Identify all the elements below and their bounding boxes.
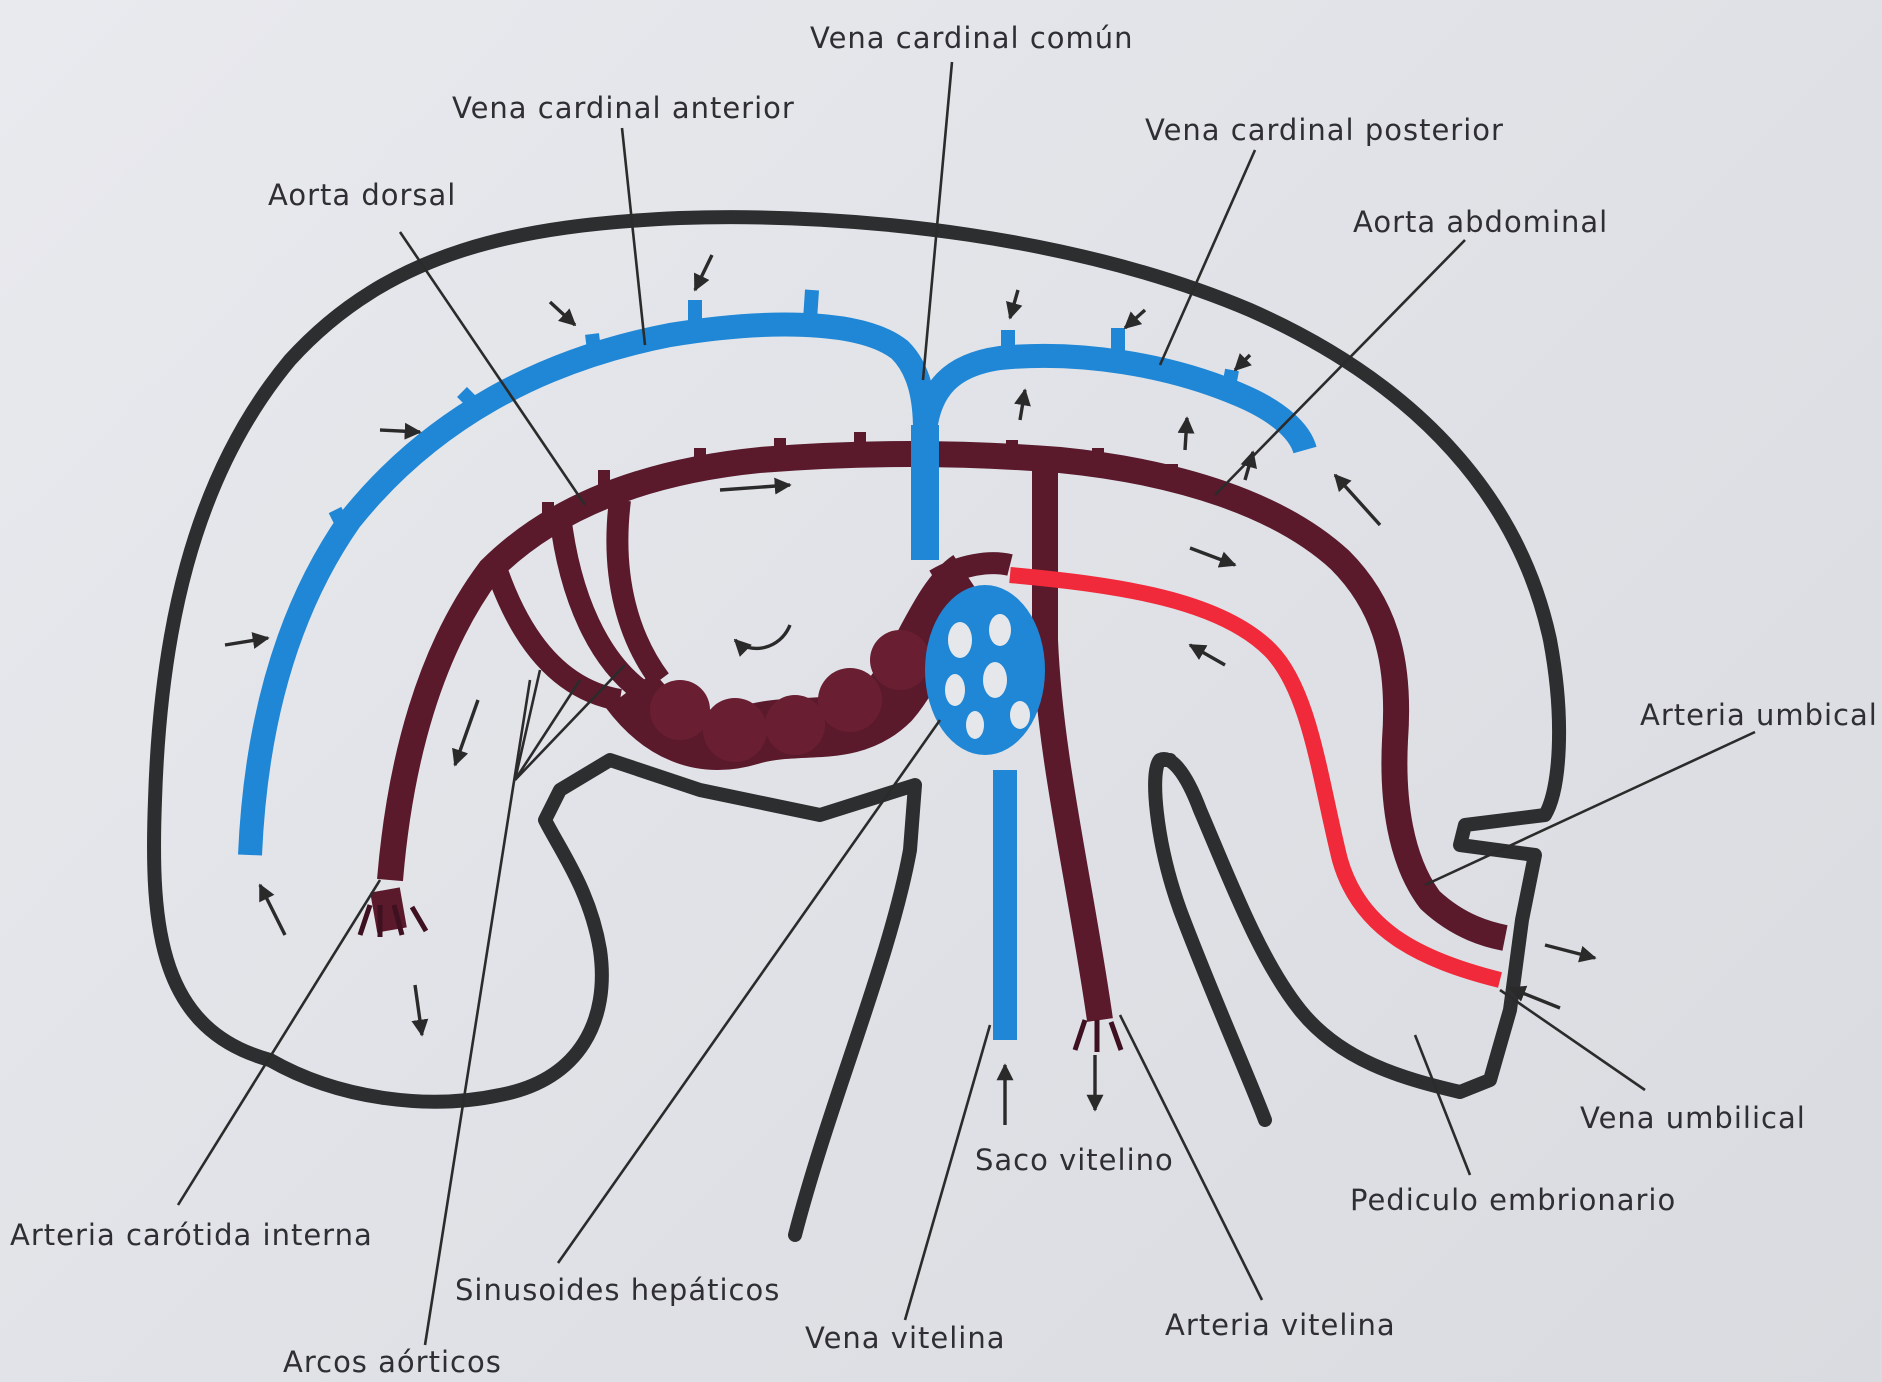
label-vena-cardinal-anterior: Vena cardinal anterior	[452, 91, 795, 125]
label-vena-cardinal-comun: Vena cardinal común	[810, 21, 1134, 55]
cardinal-veins	[250, 290, 1305, 1040]
label-vena-umbilical: Vena umbilical	[1580, 1101, 1806, 1135]
label-arcos-aorticos: Arcos aórticos	[283, 1345, 502, 1379]
label-saco-vitelino: Saco vitelino	[975, 1143, 1174, 1177]
label-vena-vitelina: Vena vitelina	[805, 1321, 1006, 1355]
label-vena-cardinal-posterior: Vena cardinal posterior	[1145, 113, 1504, 147]
label-arteria-vitelina: Arteria vitelina	[1165, 1308, 1396, 1342]
label-sinusoides-hepaticos: Sinusoides hepáticos	[455, 1273, 780, 1307]
label-aorta-dorsal: Aorta dorsal	[268, 178, 456, 212]
label-pediculo-embrionario: Pediculo embrionario	[1350, 1183, 1676, 1217]
label-aorta-abdominal: Aorta abdominal	[1353, 205, 1608, 239]
label-arteria-umbical: Arteria umbical	[1640, 698, 1878, 732]
label-arteria-carotida-interna: Arteria carótida interna	[10, 1218, 373, 1252]
